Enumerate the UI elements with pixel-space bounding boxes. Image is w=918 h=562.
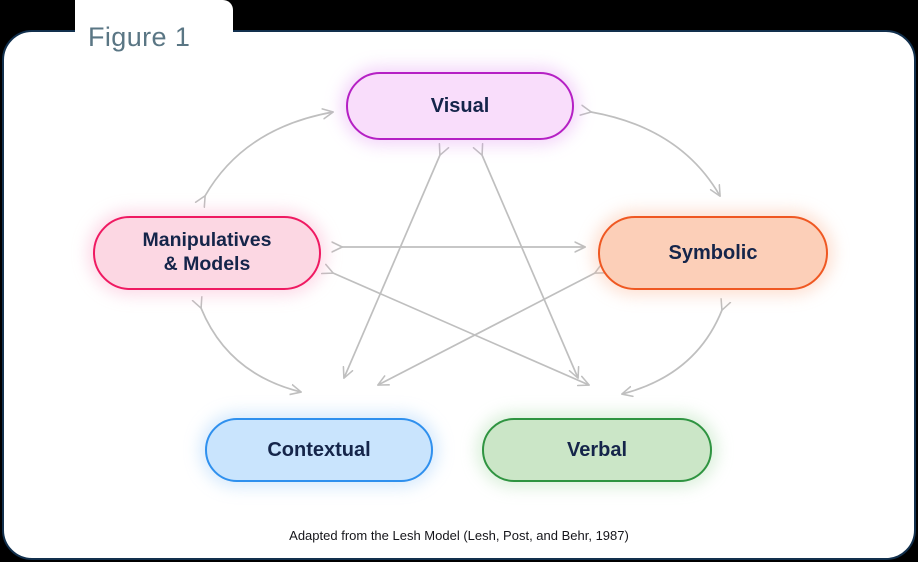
- node-verbal[interactable]: Verbal: [482, 418, 712, 482]
- figure-tab-label: Figure 1: [88, 22, 191, 52]
- node-contextual-label: Contextual: [267, 438, 371, 461]
- node-contextual[interactable]: Contextual: [205, 418, 433, 482]
- node-visual[interactable]: Visual: [346, 72, 574, 140]
- node-symbolic-label: Symbolic: [668, 241, 758, 264]
- figure-caption: Adapted from the Lesh Model (Lesh, Post,…: [289, 528, 629, 543]
- node-visual-label: Visual: [430, 94, 490, 117]
- figure-tab: [75, 0, 233, 46]
- node-symbolic[interactable]: Symbolic: [598, 216, 828, 290]
- node-manipulatives-label: Manipulatives & Models: [142, 229, 272, 275]
- node-manipulatives[interactable]: Manipulatives & Models: [93, 216, 321, 290]
- node-verbal-label: Verbal: [566, 438, 628, 461]
